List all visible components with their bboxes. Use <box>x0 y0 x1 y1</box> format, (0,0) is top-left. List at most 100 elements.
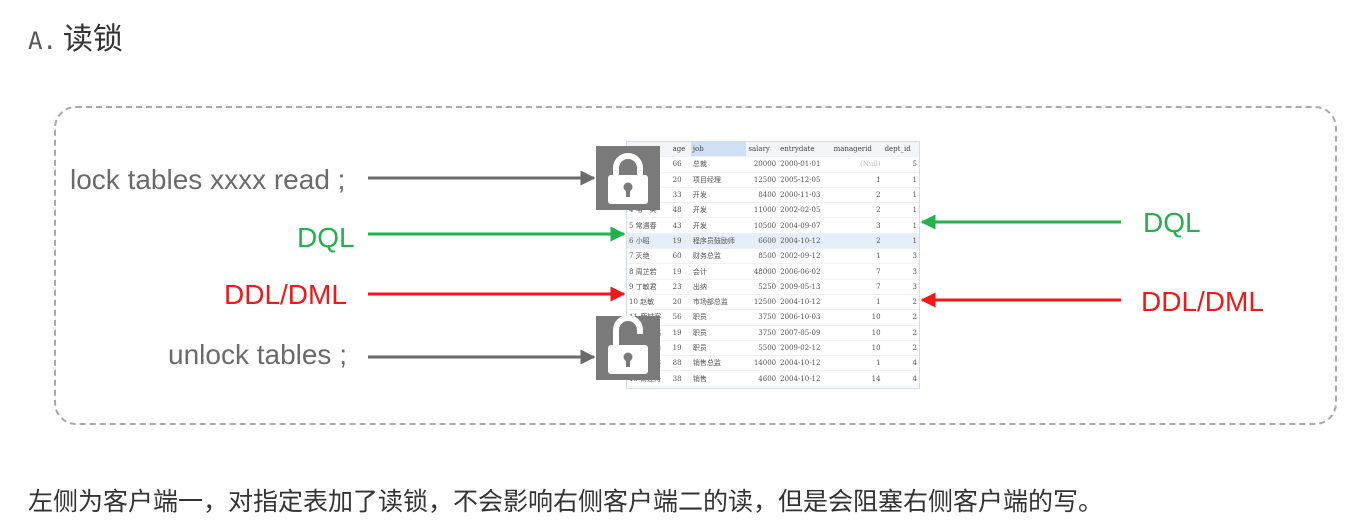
table-cell: 5250 <box>746 279 779 295</box>
table-cell: 销售 <box>690 386 747 388</box>
table-cell: 2009-02-12 <box>778 340 832 357</box>
closed-lock-icon <box>596 146 660 210</box>
employee-table: nameagejobsalaryentrydatemanageriddept_i… <box>627 142 919 388</box>
table-cell: 总裁 <box>690 156 747 173</box>
table-cell: 1 <box>882 233 919 250</box>
table-cell: 开发 <box>690 187 747 204</box>
table-cell: 3 <box>831 217 883 234</box>
table-cell: 2000-11-03 <box>778 187 832 204</box>
table-cell: 38 <box>670 370 691 387</box>
table-cell: 14000 <box>746 355 779 372</box>
table-cell: 会计 <box>690 263 747 280</box>
table-cell: 2 <box>882 294 919 311</box>
table-cell: 8500 <box>746 248 779 265</box>
caption-text: 左侧为客户端一，对指定表加了读锁，不会影响右侧客户端二的读，但是会阻塞右侧客户端… <box>28 487 1104 516</box>
table-cell: 19 <box>670 263 691 280</box>
unlock-command-label: unlock tables ; <box>168 339 347 370</box>
table-cell: 开发 <box>690 202 747 219</box>
table-cell: 7 灭绝 <box>627 248 671 265</box>
table-cell: 1 <box>831 248 883 265</box>
table-cell: 10 <box>831 340 883 357</box>
table-cell: 1 <box>831 355 883 372</box>
column-header: managerid <box>831 142 883 158</box>
table-cell: 程序员鼓励师 <box>690 233 747 250</box>
column-header: salary <box>746 142 779 158</box>
column-header: entrydate <box>778 142 832 158</box>
table-cell: 职员 <box>690 340 747 357</box>
table-cell: 4 <box>882 355 919 372</box>
table-cell: 19 <box>670 340 691 357</box>
table-cell: 2004-10-12 <box>778 294 832 311</box>
table-cell: 23 <box>670 279 691 295</box>
table-cell: 3750 <box>746 325 779 341</box>
table-cell: 10 <box>831 325 883 341</box>
table-cell: 4 <box>882 386 919 388</box>
table-cell: 1 <box>831 294 883 311</box>
table-cell: 2 <box>882 325 919 341</box>
table-cell: 10 赵敏 <box>627 294 671 311</box>
table-cell: 2006-06-02 <box>778 263 832 280</box>
table-cell: 20 <box>670 172 691 188</box>
table-preview: nameagejobsalaryentrydatemanageriddept_i… <box>626 141 920 389</box>
table-cell: 43 <box>670 217 691 234</box>
table-cell: 12500 <box>746 172 779 188</box>
table-cell: 2 <box>882 309 919 326</box>
table-cell: 66 <box>670 156 691 173</box>
table-cell: 4600 <box>746 370 779 387</box>
table-cell: 16 宋远桥 <box>627 386 671 388</box>
table-cell: 财务总监 <box>690 248 747 265</box>
table-cell: 1 <box>882 172 919 188</box>
open-lock-icon <box>596 316 660 380</box>
table-cell: 12500 <box>746 294 779 311</box>
table-cell: 4 <box>882 370 919 387</box>
column-header: dept_id <box>882 142 919 158</box>
table-body: 1 金庸66总裁200002000-01-01(Null)52 张无忌20项目经… <box>627 156 919 388</box>
table-cell: 60 <box>670 248 691 265</box>
table-cell: 10 <box>831 309 883 326</box>
table-cell: 开发 <box>690 217 747 234</box>
table-cell: 销售总监 <box>690 355 747 372</box>
table-cell: 2 <box>882 340 919 357</box>
table-cell: 88 <box>670 355 691 372</box>
table-cell: 40 <box>670 386 691 388</box>
table-cell: 1 <box>882 202 919 219</box>
table-cell: 7 <box>831 263 883 280</box>
table-cell: 3 <box>882 279 919 295</box>
table-cell: 1 <box>831 172 883 188</box>
diagram-frame <box>54 106 1337 425</box>
table-cell: 1 <box>882 187 919 204</box>
column-header: job <box>690 142 747 158</box>
section-title: 读锁 <box>62 22 123 57</box>
table-cell: 2004-09-07 <box>778 217 832 234</box>
table-cell: 10500 <box>746 217 779 234</box>
table-cell: 19 <box>670 325 691 341</box>
dql-right-label: DQL <box>1143 207 1201 238</box>
table-cell: 出纳 <box>690 279 747 295</box>
table-cell: 职员 <box>690 325 747 341</box>
table-cell: 6600 <box>746 233 779 250</box>
table-cell: 5 常遇春 <box>627 217 671 234</box>
table-cell: 2002-09-12 <box>778 248 832 265</box>
table-cell: 6 小昭 <box>627 233 671 250</box>
table-cell: 8 周芷若 <box>627 263 671 280</box>
table-cell: 2 <box>831 187 883 204</box>
table-cell: 2007-05-09 <box>778 325 832 341</box>
table-row: 1 金庸66总裁200002000-01-01(Null)5 <box>627 156 919 173</box>
table-cell: 11000 <box>746 202 779 219</box>
table-cell: 56 <box>670 309 691 326</box>
table-cell: 2004-10-12 <box>778 355 832 372</box>
table-cell: 2009-05-13 <box>778 279 832 295</box>
table-cell: (Null) <box>831 156 883 173</box>
